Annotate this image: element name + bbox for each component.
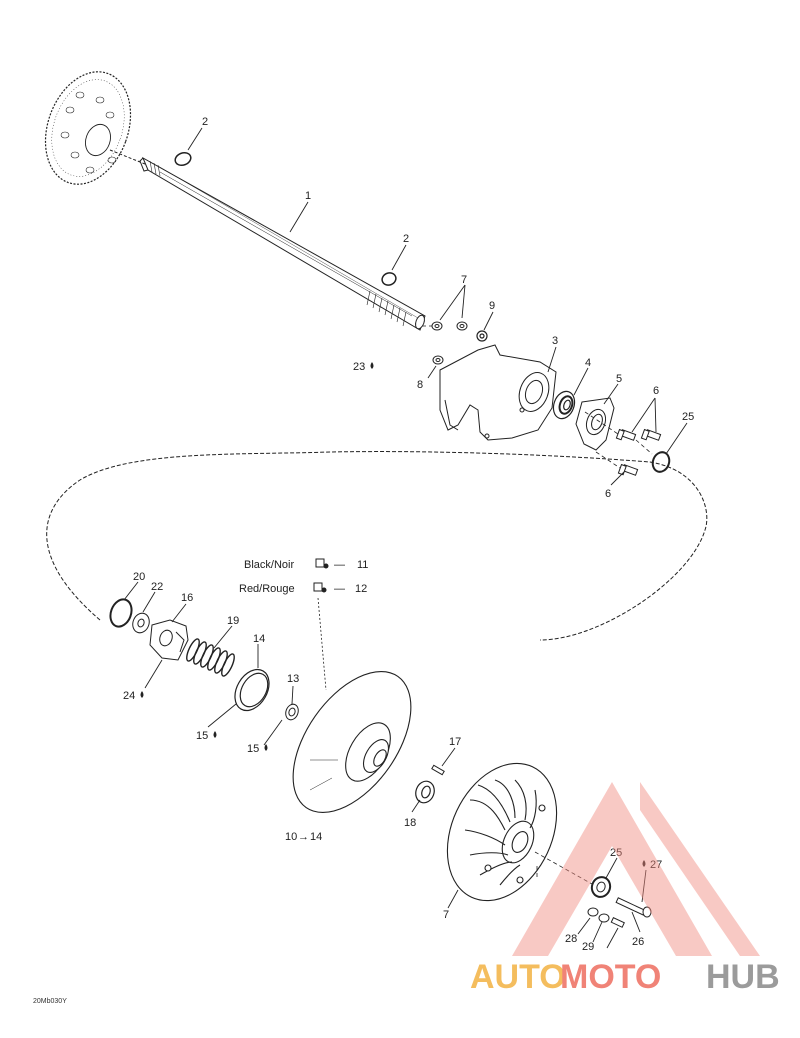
small-hardware-part	[587, 876, 652, 928]
callout-14-range-end: 14	[310, 831, 322, 843]
assembly-axis-upper	[422, 325, 653, 469]
watermark-logo: AUTO MOTO HUB	[470, 782, 780, 996]
key-part	[431, 764, 445, 776]
callout-18: 20	[133, 571, 145, 583]
drop-icon	[264, 744, 268, 751]
callout-3: 3	[552, 335, 558, 347]
washer-24-part	[132, 612, 150, 634]
bolts-part	[615, 428, 662, 476]
callout-4: 4	[585, 357, 591, 369]
watermark-moto: MOTO	[560, 958, 661, 996]
callout-10: 10	[285, 831, 297, 843]
callout-25-upper: 23	[353, 361, 365, 373]
drop-icon	[642, 860, 646, 867]
o-ring-upper-part	[174, 151, 192, 167]
bushing-part	[285, 703, 299, 721]
adhesive-pointer-line	[317, 597, 327, 691]
drive-shaft-part	[109, 149, 426, 331]
spring-part	[186, 638, 235, 677]
bearing-flange-part	[575, 397, 615, 451]
callout-labels: 2 1 2 7 9 8 3 4 5 6 25 6 23 20 22 16 19 …	[123, 116, 694, 953]
callout-20: 18	[404, 817, 416, 829]
callout-17: 17	[449, 736, 461, 748]
washer-20-part	[415, 780, 435, 804]
callout-27: 25	[610, 847, 622, 859]
ramp-ring-part	[234, 668, 270, 712]
callout-16: 16	[181, 592, 193, 604]
legend-black-label: Black/Noir	[244, 559, 294, 571]
legend-black-dash: —	[334, 559, 345, 571]
callout-15-right: 15	[247, 743, 259, 755]
legend-red-dash: —	[334, 583, 345, 595]
callout-26: 25	[682, 411, 694, 423]
callout-5: 5	[616, 373, 622, 385]
callout-9: 7	[443, 909, 449, 921]
watermark-hub: HUB	[706, 958, 780, 996]
lubricant-drop-icons	[140, 362, 646, 867]
legend-black-ref: 11	[357, 559, 368, 571]
watermark-auto: AUTO	[470, 958, 566, 996]
callout-25-lower: 24	[123, 690, 135, 702]
callout-13: 13	[287, 673, 299, 685]
drawing-code: 20Mb030Y	[33, 998, 67, 1005]
callout-19: 19	[227, 615, 239, 627]
callout-7-lower: 8	[417, 379, 423, 391]
callout-28: 26	[632, 936, 644, 948]
callout-29: 27	[650, 859, 662, 871]
nuts-part	[431, 321, 468, 365]
drop-icon	[213, 731, 217, 738]
leader-lines	[123, 127, 688, 949]
callout-6-lower: 6	[605, 488, 611, 500]
adhesive-legend: Black/Noir — 11 Red/Rouge — 12	[239, 558, 368, 595]
legend-red-label: Red/Rouge	[239, 583, 295, 595]
circlip-18-part	[109, 598, 133, 628]
cam-part	[149, 619, 189, 661]
callout-2-lower: 2	[403, 233, 409, 245]
callout-23: 28	[565, 933, 577, 945]
callout-24: 22	[151, 581, 163, 593]
legend-red-ref: 12	[355, 583, 367, 595]
callout-14: 14	[253, 633, 265, 645]
range-arrow: →	[298, 831, 309, 843]
callout-22: 29	[582, 941, 594, 953]
callout-8: 9	[489, 300, 495, 312]
callout-6-upper: 6	[653, 385, 659, 397]
bearing-bracket-part	[439, 344, 557, 441]
watermark-triangle-icon	[512, 782, 712, 956]
bearing-part	[552, 390, 576, 420]
black-adhesive-dot-icon	[323, 563, 329, 569]
callout-1: 1	[305, 190, 311, 202]
black-adhesive-icon	[315, 558, 325, 568]
drop-icon	[370, 362, 374, 369]
callout-15-left: 15	[196, 730, 208, 742]
brake-disc-part	[44, 71, 132, 185]
drop-icon	[140, 691, 144, 698]
red-adhesive-icon	[313, 582, 323, 592]
drive-belt-path	[46, 451, 708, 641]
o-ring-lower-part	[381, 272, 397, 286]
assembly-axis-lower	[534, 851, 593, 885]
fixed-sheave-part	[292, 671, 412, 813]
callout-7-upper: 7	[461, 274, 467, 286]
red-adhesive-dot-icon	[321, 587, 327, 593]
callout-2-upper: 2	[202, 116, 208, 128]
movable-sheave-part	[446, 762, 558, 902]
circlip-part	[651, 451, 671, 473]
washer-part	[476, 330, 488, 342]
